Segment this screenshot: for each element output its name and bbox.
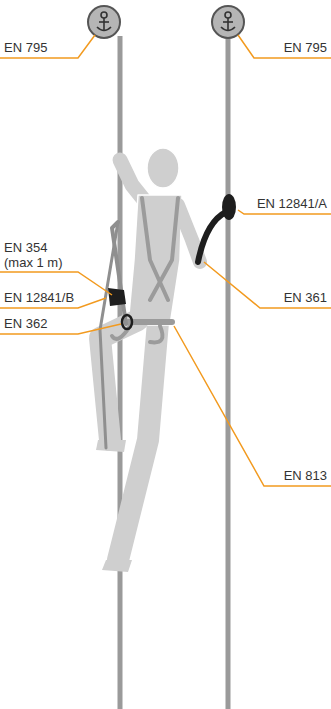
standard-label: EN 795 [4, 40, 47, 55]
standard-label: EN 354 (max 1 m) [4, 240, 70, 270]
standard-label: EN 12841/A [257, 196, 327, 211]
rope [118, 36, 123, 709]
standard-label: EN 12841/B [4, 290, 74, 305]
leader-line [0, 35, 331, 486]
standard-label: EN 361 [284, 290, 327, 305]
anchor-symbol [212, 6, 244, 38]
standard-label: EN 795 [284, 40, 327, 55]
standard-label: EN 362 [4, 316, 47, 331]
rope [226, 38, 231, 709]
standard-label: EN 813 [284, 468, 327, 483]
anchor-symbol [88, 6, 120, 38]
climber-figure [96, 148, 236, 572]
